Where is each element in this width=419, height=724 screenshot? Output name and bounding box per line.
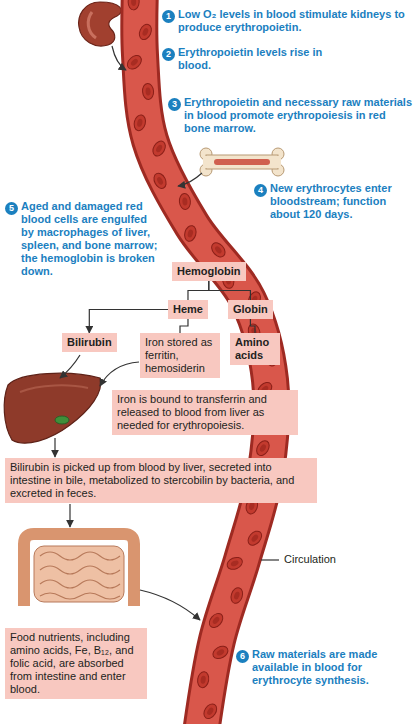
flow-arrow — [54, 438, 55, 457]
red-blood-cell — [245, 529, 264, 548]
red-blood-cell — [132, 114, 147, 132]
callout-number: 3 — [168, 98, 181, 111]
bone — [200, 148, 284, 176]
box-text: Hemoglobin — [177, 265, 241, 278]
callout-number: 5 — [5, 202, 18, 215]
step-text: Erythropoietin levels rise in blood. — [178, 46, 338, 72]
connector-line — [209, 281, 251, 300]
blood-vessel — [125, 0, 283, 724]
process-box: Iron is bound to transferrin and release… — [112, 390, 298, 435]
flow-arrow — [100, 362, 139, 386]
process-box: Heme — [168, 300, 208, 319]
process-box: Hemoglobin — [172, 262, 246, 281]
red-blood-cell — [196, 671, 210, 689]
process-box: Globin — [228, 300, 273, 319]
flow-arrow — [112, 46, 126, 70]
step-text: Low O₂ levels in blood stimulate kidneys… — [178, 8, 414, 34]
red-blood-cell — [229, 586, 245, 605]
box-text: Iron is bound to transferrin and release… — [117, 393, 293, 432]
red-blood-cell — [179, 193, 191, 210]
box-text: Heme — [173, 303, 203, 316]
connector-line — [250, 319, 255, 333]
process-box: Amino acids — [230, 333, 280, 365]
step-text: Aged and damaged red blood cells are eng… — [21, 200, 162, 278]
step-text: Erythropoietin and necessary raw materia… — [184, 96, 414, 135]
red-blood-cell — [150, 139, 168, 158]
red-blood-cell — [152, 171, 169, 190]
red-blood-cell — [137, 22, 154, 41]
connector-line — [180, 319, 188, 333]
process-box: Bilirubin — [62, 333, 117, 352]
callout-number: 2 — [162, 48, 175, 61]
box-text: Amino acids — [235, 336, 275, 362]
red-blood-cell — [209, 240, 228, 259]
box-text: Globin — [233, 303, 268, 316]
connector-line — [89, 310, 168, 334]
flow-arrow — [60, 355, 80, 378]
process-box: Bilirubin is picked up from blood by liv… — [5, 458, 317, 503]
leader-line — [261, 559, 279, 560]
connector-line — [188, 281, 209, 300]
flow-arrow — [178, 173, 202, 186]
red-blood-cell — [201, 702, 219, 721]
box-text: Food nutrients, including amino acids, F… — [10, 631, 142, 696]
process-box: Iron stored as ferritin, hemosiderin — [140, 333, 220, 378]
intestine — [24, 534, 134, 606]
box-text: Iron stored as ferritin, hemosiderin — [145, 336, 215, 375]
step-text: New erythrocytes enter bloodstream; func… — [270, 182, 415, 221]
box-text: Bilirubin — [67, 336, 112, 349]
box-text: Bilirubin is picked up from blood by liv… — [10, 461, 312, 500]
red-blood-cell — [254, 438, 272, 457]
structure-label: Circulation — [282, 553, 338, 566]
red-blood-cell — [125, 53, 144, 72]
red-blood-cell — [128, 0, 139, 10]
red-blood-cell — [211, 644, 230, 661]
callout-number: 1 — [162, 10, 175, 23]
callout-number: 6 — [236, 650, 249, 663]
red-blood-cell — [225, 555, 244, 571]
flow-arrow — [140, 590, 200, 620]
process-box: Food nutrients, including amino acids, F… — [5, 628, 147, 699]
red-blood-cell — [207, 611, 226, 630]
kidney — [79, 2, 122, 46]
step-text: Raw materials are made available in bloo… — [252, 648, 412, 687]
red-blood-cell — [142, 83, 154, 100]
callout-number: 4 — [254, 184, 267, 197]
liver — [4, 373, 100, 443]
red-blood-cell — [183, 224, 198, 242]
flow-arrow — [69, 504, 70, 527]
